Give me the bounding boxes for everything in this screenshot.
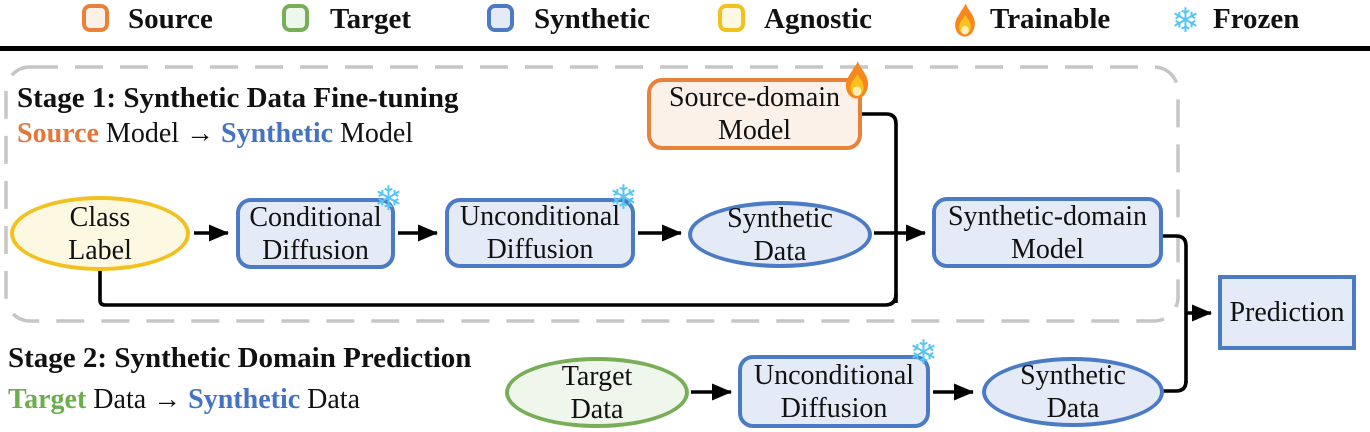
- target-swatch: [282, 4, 309, 32]
- node-label: Diffusion: [262, 234, 369, 266]
- node-label: Source-domain: [668, 82, 841, 113]
- node-label: Synthetic: [1020, 360, 1126, 391]
- snowflake-icon: ❄: [374, 179, 403, 219]
- legend-label: Synthetic: [534, 3, 650, 35]
- stage1-title: Stage 1: Synthetic Data Fine-tuning: [17, 82, 459, 114]
- synthetic-swatch: [487, 4, 514, 32]
- subtitle-target-token: Target: [8, 384, 87, 415]
- subtitle-synthetic-token: Synthetic: [188, 384, 301, 415]
- node-label: Unconditional: [459, 201, 621, 232]
- node-synthetic-data-1: Synthetic Data: [688, 201, 872, 268]
- node-target-data: Target Data: [505, 357, 689, 428]
- node-synthetic-domain-model: Synthetic-domain Model: [932, 197, 1163, 268]
- node-label: Prediction: [1229, 297, 1345, 328]
- node-label: Diffusion: [486, 234, 594, 265]
- legend-item-agnostic: Agnostic: [718, 0, 878, 42]
- node-label: Conditional: [249, 201, 382, 233]
- node-label: Unconditional: [753, 359, 915, 391]
- snowflake-icon: ❄: [1171, 1, 1200, 41]
- node-label: Synthetic-domain: [947, 200, 1148, 232]
- legend-item-frozen: ❄ Frozen: [1171, 0, 1311, 42]
- subtitle-plain-token: Model: [333, 118, 414, 149]
- legend-label: Source: [128, 3, 213, 35]
- node-label: Data: [570, 393, 624, 425]
- node-class-label: Class Label: [10, 196, 190, 271]
- node-label: Model: [1010, 233, 1085, 265]
- node-label: Data: [753, 235, 807, 267]
- stage1-subtitle: Source Model → Synthetic Model: [17, 117, 413, 151]
- legend-label: Target: [330, 3, 412, 35]
- subtitle-synthetic-token: Synthetic: [221, 118, 334, 149]
- legend-item-source: Source: [82, 0, 213, 42]
- legend-item-synthetic: Synthetic: [487, 0, 657, 42]
- node-prediction: Prediction: [1218, 275, 1356, 350]
- node-unconditional-diffusion-2: Unconditional Diffusion: [738, 355, 930, 428]
- legend-label: Frozen: [1213, 3, 1300, 35]
- subtitle-plain-token: Model →: [98, 118, 222, 149]
- stage1-dashed-box: [4, 65, 1180, 323]
- node-unconditional-diffusion-1: Unconditional Diffusion: [445, 198, 635, 268]
- node-label: Class: [69, 201, 131, 233]
- node-conditional-diffusion: Conditional Diffusion: [236, 198, 395, 269]
- node-label: Data: [1046, 393, 1100, 424]
- stage2-title: Stage 2: Synthetic Domain Prediction: [8, 342, 472, 374]
- agnostic-swatch: [718, 4, 745, 32]
- node-source-domain-model: Source-domain Model: [647, 78, 862, 150]
- source-swatch: [82, 4, 109, 32]
- legend-item-trainable: Trainable: [949, 0, 1119, 42]
- snowflake-icon: ❄: [609, 178, 638, 218]
- fire-icon: [955, 3, 975, 37]
- node-label: Diffusion: [780, 392, 888, 424]
- node-label: Label: [68, 234, 132, 266]
- fire-icon: [845, 60, 869, 99]
- snowflake-icon: ❄: [909, 333, 938, 373]
- header-divider: [0, 46, 1370, 51]
- subtitle-source-token: Source: [17, 118, 99, 149]
- stage2-subtitle: Target Data → Synthetic Data: [8, 383, 360, 417]
- subtitle-plain-token: Data →: [86, 384, 189, 415]
- legend-label: Trainable: [990, 3, 1111, 35]
- node-label: Model: [717, 115, 792, 146]
- legend-label: Agnostic: [764, 3, 872, 35]
- subtitle-plain-token: Data: [300, 384, 361, 415]
- node-synthetic-data-2: Synthetic Data: [982, 357, 1164, 427]
- legend-item-target: Target: [282, 0, 422, 42]
- node-label: Synthetic: [727, 202, 833, 234]
- node-label: Target: [561, 360, 633, 392]
